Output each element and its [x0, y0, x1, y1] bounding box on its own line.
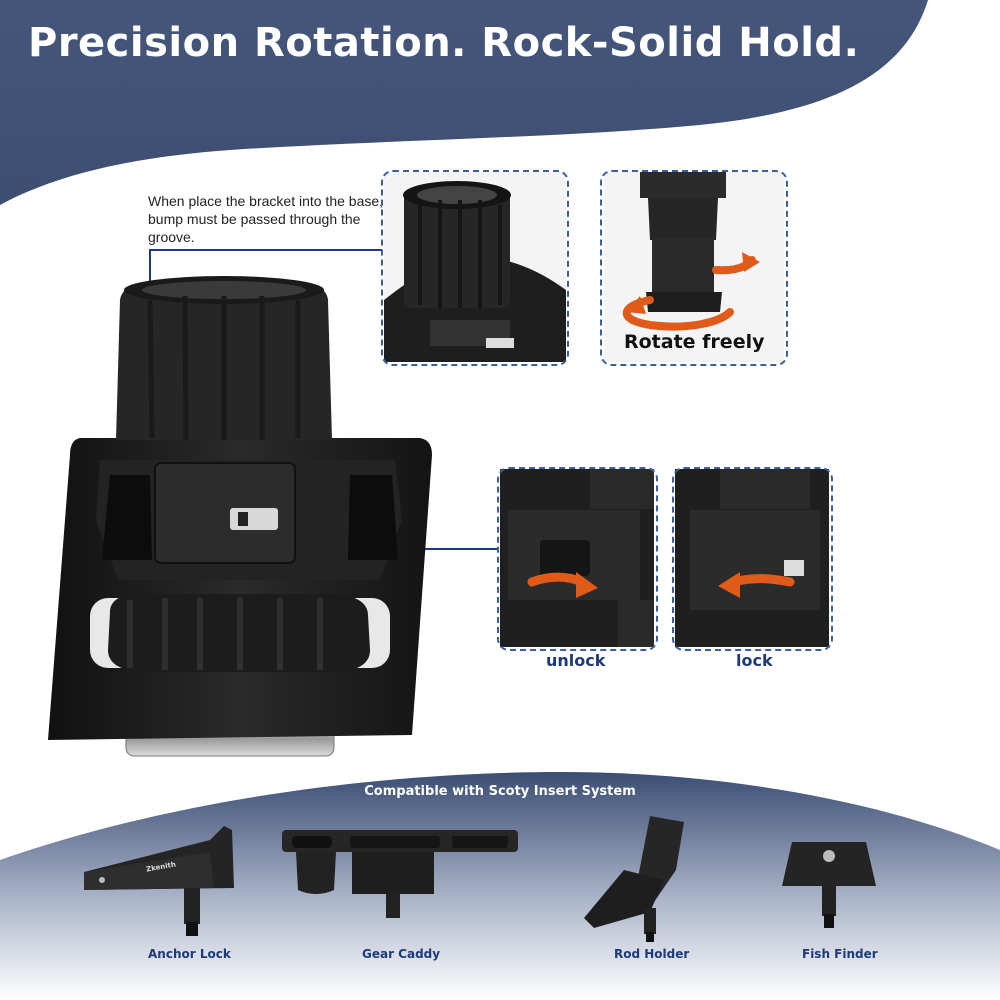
detail-rotate-art: [604, 172, 784, 362]
detail-lock-art: [675, 469, 829, 647]
headline: Precision Rotation. Rock-Solid Hold.: [28, 20, 860, 66]
header-wave: [0, 0, 928, 205]
detail-insertion-frame: [381, 170, 569, 366]
detail-unlock-frame: [497, 467, 658, 651]
accessory-rod-holder-art: [584, 816, 684, 942]
accessory-label-rod-holder: Rod Holder: [614, 947, 690, 961]
lock-label: lock: [736, 651, 773, 670]
main-product: [48, 276, 432, 757]
detail-insertion-art: [384, 172, 566, 362]
detail-rotate-frame: [600, 170, 788, 366]
unlock-label: unlock: [546, 651, 606, 670]
accessory-label-gear-caddy: Gear Caddy: [362, 947, 441, 961]
accessory-label-anchor-lock: Anchor Lock: [148, 947, 231, 961]
footer-arc: [0, 772, 1000, 1000]
compatibility-title: Compatible with Scoty Insert System: [364, 784, 636, 799]
accessory-gear-caddy-art: [282, 830, 518, 918]
accessory-anchor-lock-art: [84, 826, 234, 936]
accessory-label-fish-finder: Fish Finder: [802, 947, 878, 961]
rotate-freely-label: Rotate freely: [624, 331, 765, 353]
insertion-note: When place the bracket into the base, bu…: [148, 193, 384, 245]
detail-unlock-art: [500, 469, 654, 647]
detail-lock-frame: [672, 467, 833, 651]
accessory-fish-finder-art: [782, 842, 876, 928]
